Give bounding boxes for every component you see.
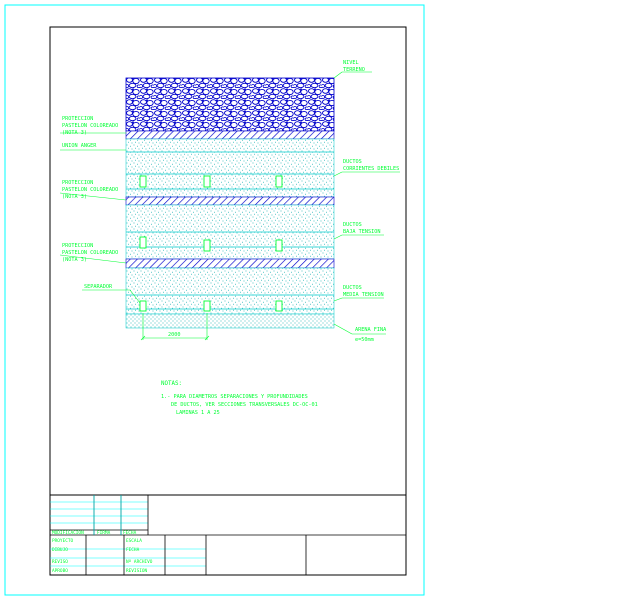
label-nivel-1: NIVEL [343,60,359,66]
label-union: UNION ANGER [62,143,97,149]
outer-frame [4,4,425,596]
tb-col-fecha: FECHA [123,530,137,536]
tb-fecha: FECHA [126,547,140,553]
tb-dibujo: DIBUJO [52,547,68,553]
coupling [203,175,211,188]
duct-row-1 [126,151,334,190]
sand-fill-3 [125,267,335,315]
tb-col-firma: FIRMA [97,530,111,536]
notes-title: NOTAS: [161,381,182,387]
label-prot1-3: (NOTA 3) [62,130,87,136]
leader-lines [59,71,400,335]
duct-row-3 [126,294,334,310]
notes-line-3: LAMINAS 1 A 25 [176,410,220,416]
label-prot3-1: PROTECCION [62,243,93,249]
tb-revision: REVISION [126,568,148,574]
tb-escala: ESCALA [126,538,142,544]
tb-archivo: Nº ARCHIVO [126,559,153,565]
coupling [275,300,283,312]
title-block: MODIFICACION FIRMA FECHA PROYECTO DIBUJO… [50,494,406,575]
gravel-layer [125,77,335,132]
coupling [203,239,211,252]
label-ductos3-2: MEDIA TENSION [343,292,384,298]
label-prot3-2: PASTELON COLOREADO [62,250,118,256]
coupling [139,236,147,249]
label-arena-2: e=50mm [355,337,374,343]
dimension-text: 2000 [168,332,181,338]
trench-section: 2000 [125,77,335,341]
tb-reviso: REVISO [52,559,68,565]
coupling [139,300,147,312]
protection-slab-1 [125,130,335,140]
inner-border [49,26,407,576]
label-prot2-2: PASTELON COLOREADO [62,187,118,193]
sand-fill-1 [125,138,335,198]
label-ductos1-1: DUCTOS [343,159,362,165]
tb-proyecto: PROYECTO [52,538,74,544]
duct-row-2 [126,231,334,248]
dimension-2000 [140,313,210,341]
label-prot1-1: PROTECCION [62,116,93,122]
label-prot3-3: (NOTA 3) [62,257,87,263]
coupling [203,300,211,312]
label-ductos2-1: DUCTOS [343,222,362,228]
fine-sand-base [125,313,335,329]
coupling [275,239,283,252]
notes-line-2: DE DUCTOS, VER SECCIONES TRANSVERSALES D… [171,402,318,408]
tb-col-mod: MODIFICACION [52,530,84,536]
protection-slab-3 [125,258,335,269]
label-ductos1-2: CORRIENTES DEBILES [343,166,399,172]
label-ductos2-2: BAJA TENSION [343,229,380,235]
label-separador: SEPARADOR [84,284,113,290]
notes-line-1: 1.- PARA DIAMETROS SEPARACIONES Y PROFUN… [161,394,308,400]
label-prot2-3: (NOTA 3) [62,194,87,200]
label-prot1-2: PASTELON COLOREADO [62,123,118,129]
protection-slab-2 [125,196,335,206]
label-prot2-1: PROTECCION [62,180,93,186]
coupling [139,175,147,188]
label-nivel-2: TERRENO [343,67,365,73]
tb-aprobo: APROBO [52,568,68,574]
coupling [275,175,283,188]
notes-block: NOTAS: 1.- PARA DIAMETROS SEPARACIONES Y… [161,381,318,416]
label-ductos3-1: DUCTOS [343,285,362,291]
label-arena-1: ARENA FINA [355,327,387,333]
